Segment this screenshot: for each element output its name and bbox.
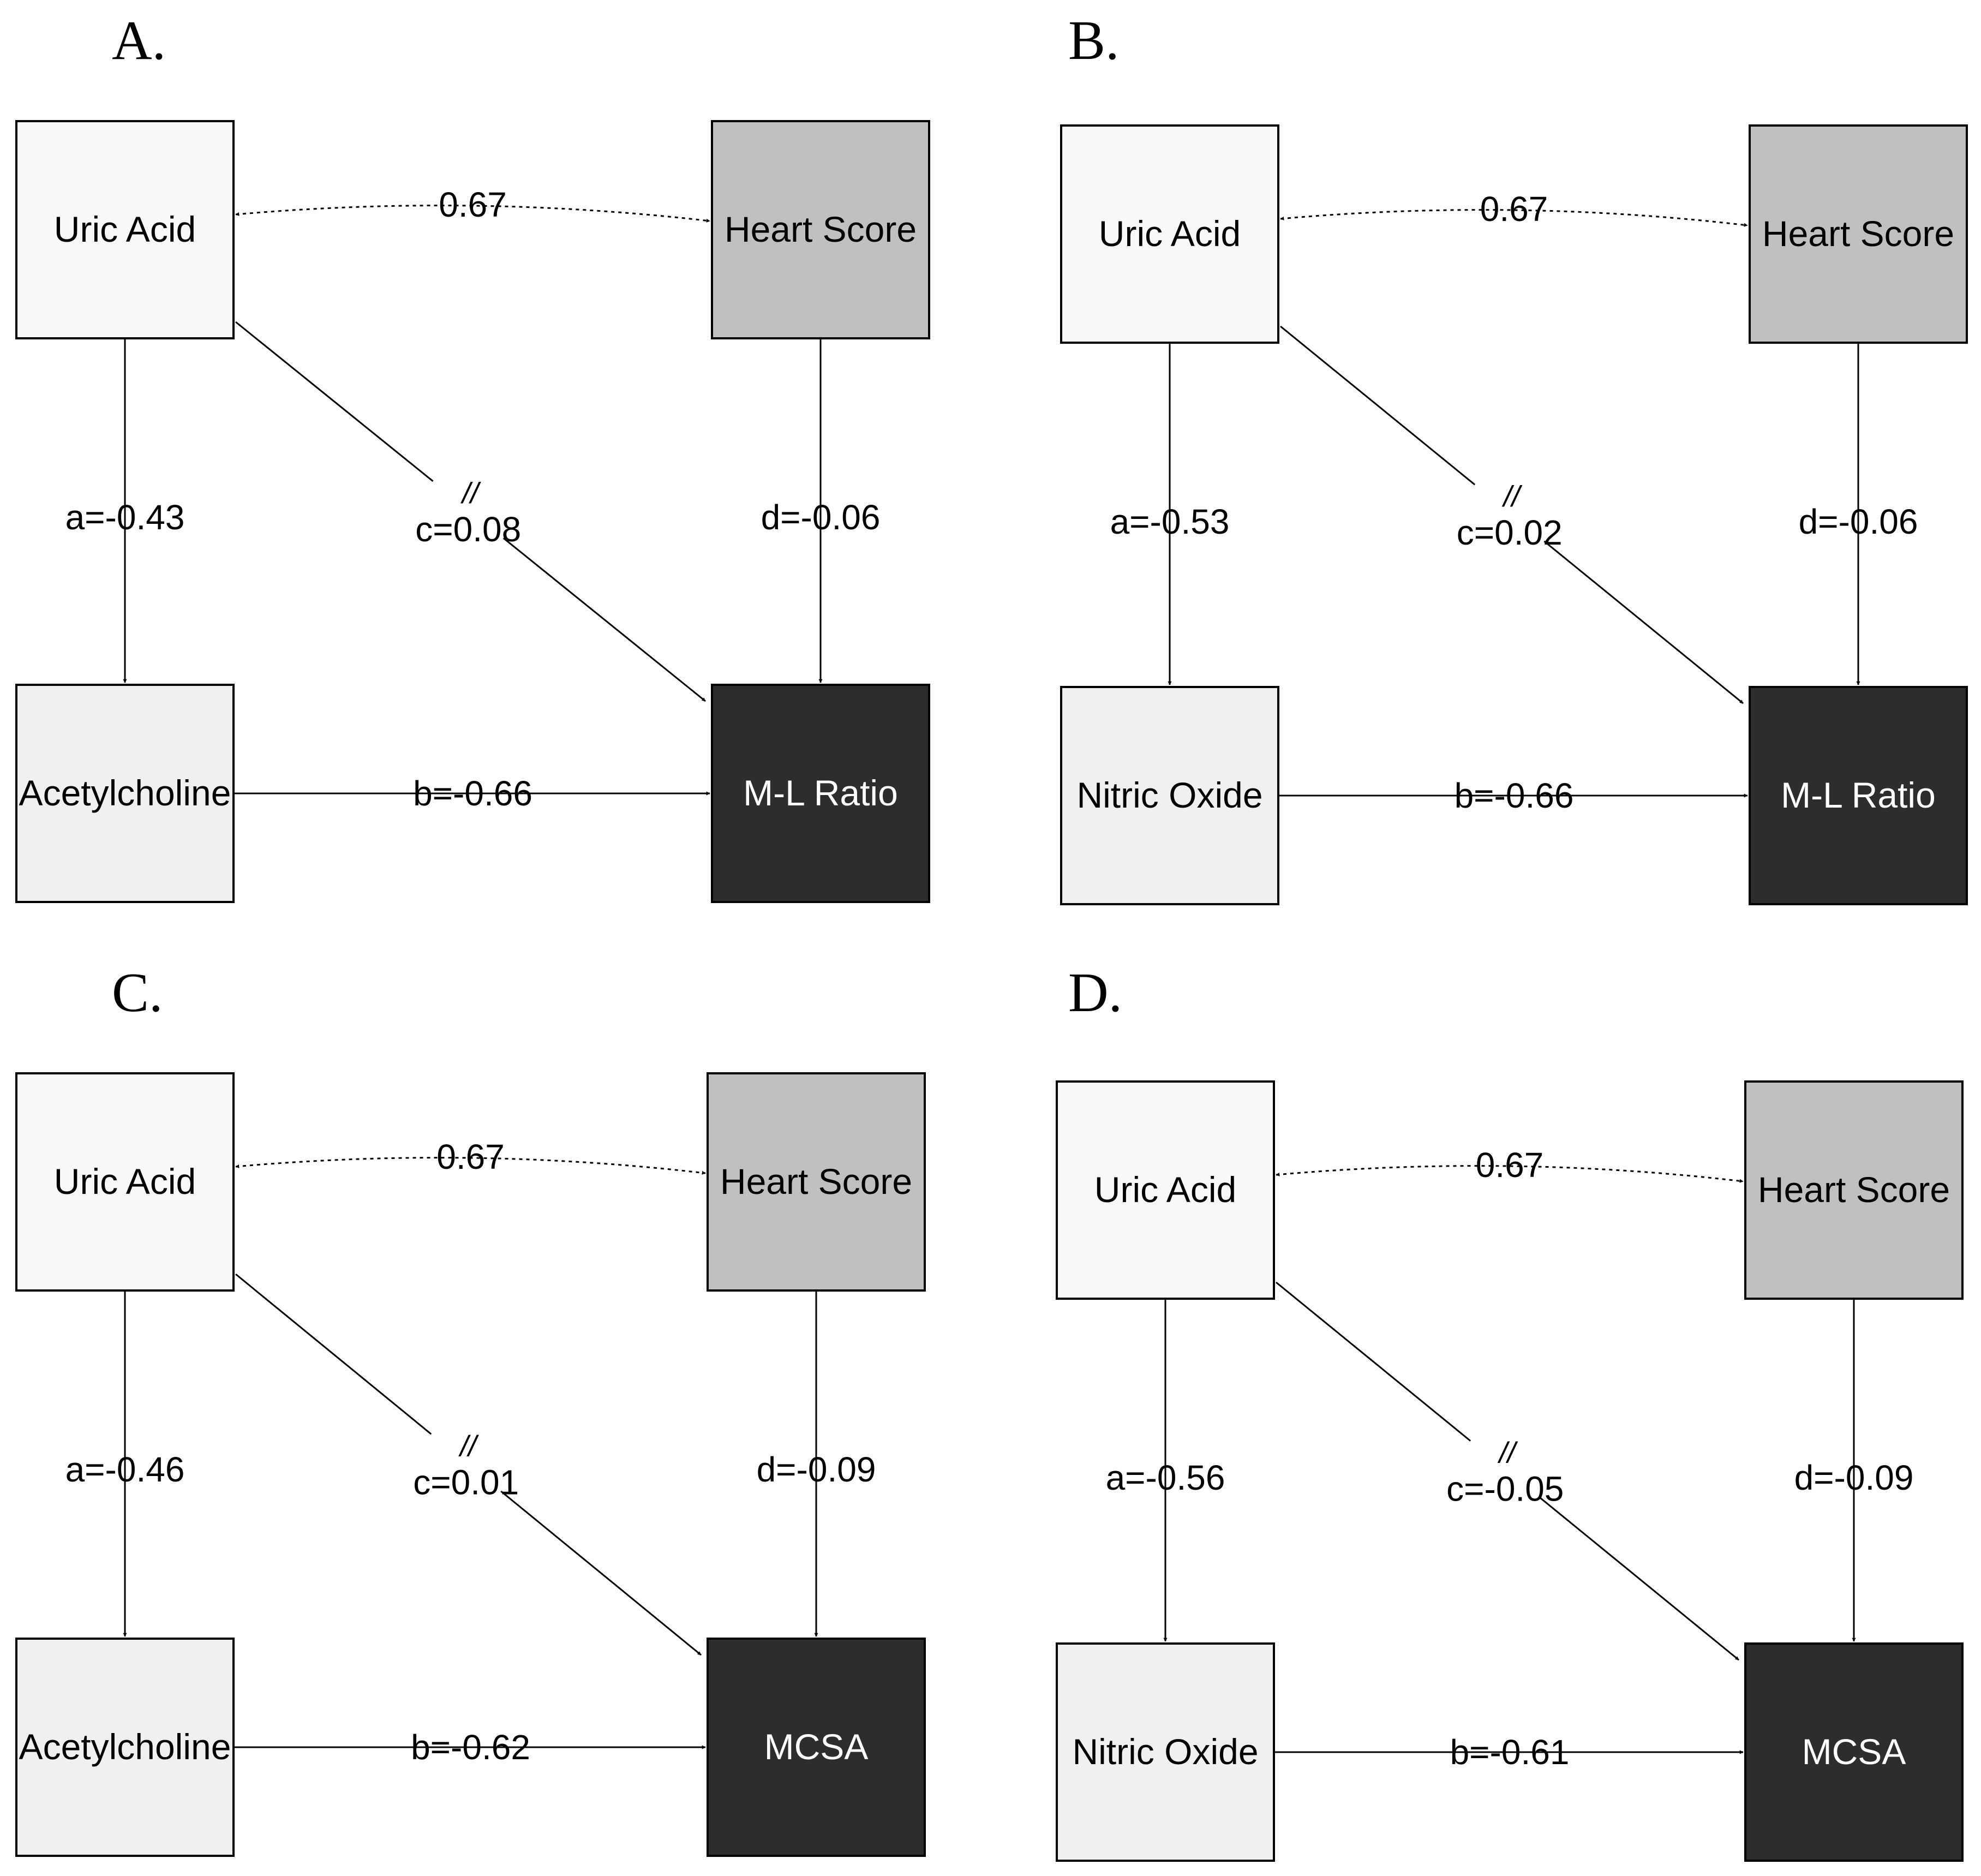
path-b-label: b=-0.62 <box>411 1728 530 1767</box>
path-d-label: d=-0.06 <box>761 498 881 537</box>
path-c-edge-lower <box>500 1490 702 1656</box>
path-c-label: c=0.02 <box>1457 513 1563 552</box>
mediator-node <box>1060 686 1279 905</box>
path-a-label: a=-0.46 <box>65 1450 185 1489</box>
path-a-label: a=-0.53 <box>1110 502 1230 541</box>
mediator-node-label: Acetylcholine <box>19 1726 231 1767</box>
moderator-node-label: Heart Score <box>1758 1169 1950 1210</box>
moderator-node <box>707 1072 926 1292</box>
mediator-node <box>1056 1642 1275 1862</box>
predictor-node <box>1060 124 1279 344</box>
path-c-edge-upper <box>235 1273 432 1435</box>
correlation-edge <box>1276 1165 1744 1183</box>
moderator-node <box>1744 1080 1964 1300</box>
path-c-label: c=0.01 <box>413 1463 519 1502</box>
mediator-node-label: Nitric Oxide <box>1076 775 1262 815</box>
predictor-node-label: Uric Acid <box>1094 1169 1236 1210</box>
outcome-node <box>707 1638 926 1857</box>
path-d-label: d=-0.09 <box>1794 1458 1914 1497</box>
correlation-edge <box>1280 209 1748 227</box>
correlation-edge <box>235 1157 706 1175</box>
path-c-break-mark: // <box>1501 480 1523 513</box>
path-b-label: b=-0.66 <box>1455 776 1574 815</box>
panel-label: A. <box>112 10 166 71</box>
mediator-node-label: Nitric Oxide <box>1072 1731 1258 1772</box>
path-c-label: c=0.08 <box>415 510 521 549</box>
moderator-node-label: Heart Score <box>1762 213 1954 254</box>
path-d-label: d=-0.09 <box>757 1450 876 1489</box>
moderator-node <box>711 120 930 339</box>
moderator-node <box>1749 124 1968 344</box>
outcome-node <box>1749 686 1968 905</box>
outcome-node-label: MCSA <box>1802 1731 1906 1772</box>
predictor-node-label: Uric Acid <box>54 209 196 249</box>
mediator-node <box>15 1638 235 1857</box>
correlation-label: 0.67 <box>439 185 507 224</box>
outcome-node <box>1744 1642 1964 1862</box>
moderator-node-label: Heart Score <box>720 1161 912 1202</box>
outcome-node-label: M-L Ratio <box>743 773 898 813</box>
outcome-node <box>711 684 930 903</box>
outcome-node-label: M-L Ratio <box>1781 775 1936 815</box>
path-c-break-mark: // <box>458 1430 479 1463</box>
correlation-label: 0.67 <box>1476 1145 1544 1185</box>
path-d-label: d=-0.06 <box>1799 502 1918 541</box>
predictor-node <box>15 120 235 339</box>
path-c-break-mark: // <box>1497 1437 1518 1469</box>
path-c-edge-upper <box>1276 1281 1471 1442</box>
mediator-node <box>15 684 235 903</box>
path-a-label: a=-0.43 <box>65 498 185 537</box>
predictor-node <box>1056 1080 1275 1300</box>
path-c-edge-lower <box>1539 1497 1739 1661</box>
path-a-label: a=-0.56 <box>1106 1458 1225 1497</box>
path-c-edge-lower <box>1543 540 1744 704</box>
moderator-node-label: Heart Score <box>725 209 917 249</box>
panel-label: C. <box>112 962 163 1024</box>
outcome-node-label: MCSA <box>764 1726 869 1767</box>
mediator-node-label: Acetylcholine <box>19 773 231 813</box>
path-c-edge-upper <box>1280 325 1476 486</box>
correlation-label: 0.67 <box>1480 189 1548 229</box>
path-b-label: b=-0.66 <box>413 774 532 813</box>
predictor-node-label: Uric Acid <box>54 1161 196 1202</box>
panel-label: B. <box>1068 10 1120 71</box>
predictor-node <box>15 1072 235 1292</box>
path-c-edge-upper <box>235 321 434 482</box>
correlation-edge <box>235 205 710 223</box>
panel-label: D. <box>1068 962 1122 1024</box>
path-c-edge-lower <box>502 537 706 702</box>
path-c-label: c=-0.05 <box>1446 1469 1564 1509</box>
predictor-node-label: Uric Acid <box>1099 213 1241 254</box>
path-c-break-mark: // <box>460 477 481 510</box>
path-b-label: b=-0.61 <box>1450 1732 1570 1772</box>
correlation-label: 0.67 <box>436 1137 505 1176</box>
